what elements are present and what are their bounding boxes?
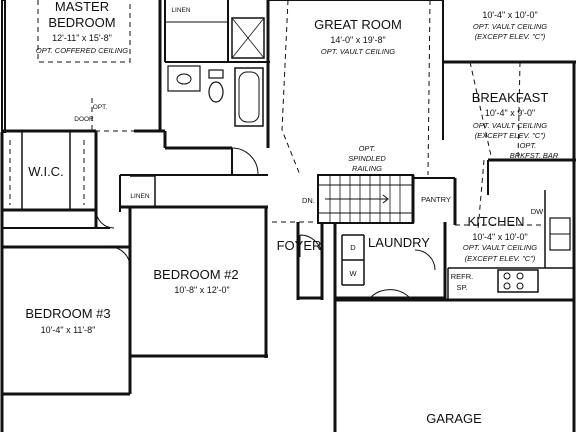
dishwasher-label: DW	[531, 207, 544, 216]
staircase	[318, 175, 413, 223]
dining-note-2: (EXCEPT ELEV. "C")	[475, 32, 546, 41]
breakfast-dims: 10'-4" x 9'-0"	[485, 108, 535, 118]
stairs-down-label: DN.	[302, 196, 315, 205]
breakfast-note-2: (EXCEPT ELEV. "C")	[475, 131, 546, 140]
master-bedroom-name: MASTER	[55, 0, 109, 14]
kitchen-note-2: (EXCEPT ELEV. "C")	[465, 254, 536, 263]
railing-note-3: RAILING	[352, 164, 382, 173]
linen-hall-label: LINEN	[130, 193, 149, 200]
pantry-label: PANTRY	[421, 195, 451, 204]
railing-note-2: SPINDLED	[348, 154, 386, 163]
great-room-dims: 14'-0" x 19'-8"	[330, 35, 385, 45]
master-bedroom-name-2: BEDROOM	[48, 15, 115, 30]
wic-label: W.I.C.	[28, 164, 63, 179]
laundry-name: LAUNDRY	[368, 235, 430, 250]
great-room-name: GREAT ROOM	[314, 17, 402, 32]
refrigerator-label: REFR.	[451, 272, 474, 281]
bedroom-2-name: BEDROOM #2	[153, 267, 238, 282]
breakfast-name: BREAKFAST	[472, 90, 549, 105]
door-swings	[95, 147, 436, 299]
foyer-label: FOYER	[277, 238, 322, 253]
dining-dims: 10'-4" x 10'-0"	[482, 10, 537, 20]
railing-note: OPT.	[359, 144, 376, 153]
fixtures	[9, 17, 265, 205]
breakfast-bar-note: OPT.	[520, 141, 537, 150]
washer-label: W	[349, 269, 357, 278]
dryer-label: D	[350, 243, 356, 252]
breakfast-bar-note-2: BRKFST. BAR	[510, 151, 559, 160]
kitchen-name: KITCHEN	[467, 214, 524, 229]
kitchen-note: OPT. VAULT CEILING	[463, 243, 537, 252]
bedroom-2-dims: 10'-8" x 12'-0"	[174, 285, 229, 295]
garage-label: GARAGE	[426, 411, 482, 426]
linen-top-label: LINEN	[171, 7, 190, 14]
dining-note: OPT. VAULT CEILING	[473, 22, 547, 31]
ceiling-lines	[37, 0, 544, 231]
master-bedroom-note: OPT. COFFERED CEILING	[36, 46, 128, 55]
master-bedroom-dims: 12'-11" x 15'-8"	[52, 33, 112, 43]
opt-door-note-2: DOOR	[74, 116, 94, 123]
breakfast-note: OPT. VAULT CEILING	[473, 121, 547, 130]
refrigerator-label-2: SP.	[456, 283, 467, 292]
room-labels: MASTER BEDROOM 12'-11" x 15'-8" OPT. COF…	[25, 0, 558, 426]
kitchen-dims: 10'-4" x 10'-0"	[472, 232, 527, 242]
great-room-note: OPT. VAULT CEILING	[321, 47, 395, 56]
bedroom-3-name: BEDROOM #3	[25, 306, 110, 321]
bedroom-3-dims: 10'-4" x 11'-8"	[41, 325, 96, 335]
opt-door-note: OPT.	[93, 104, 108, 111]
